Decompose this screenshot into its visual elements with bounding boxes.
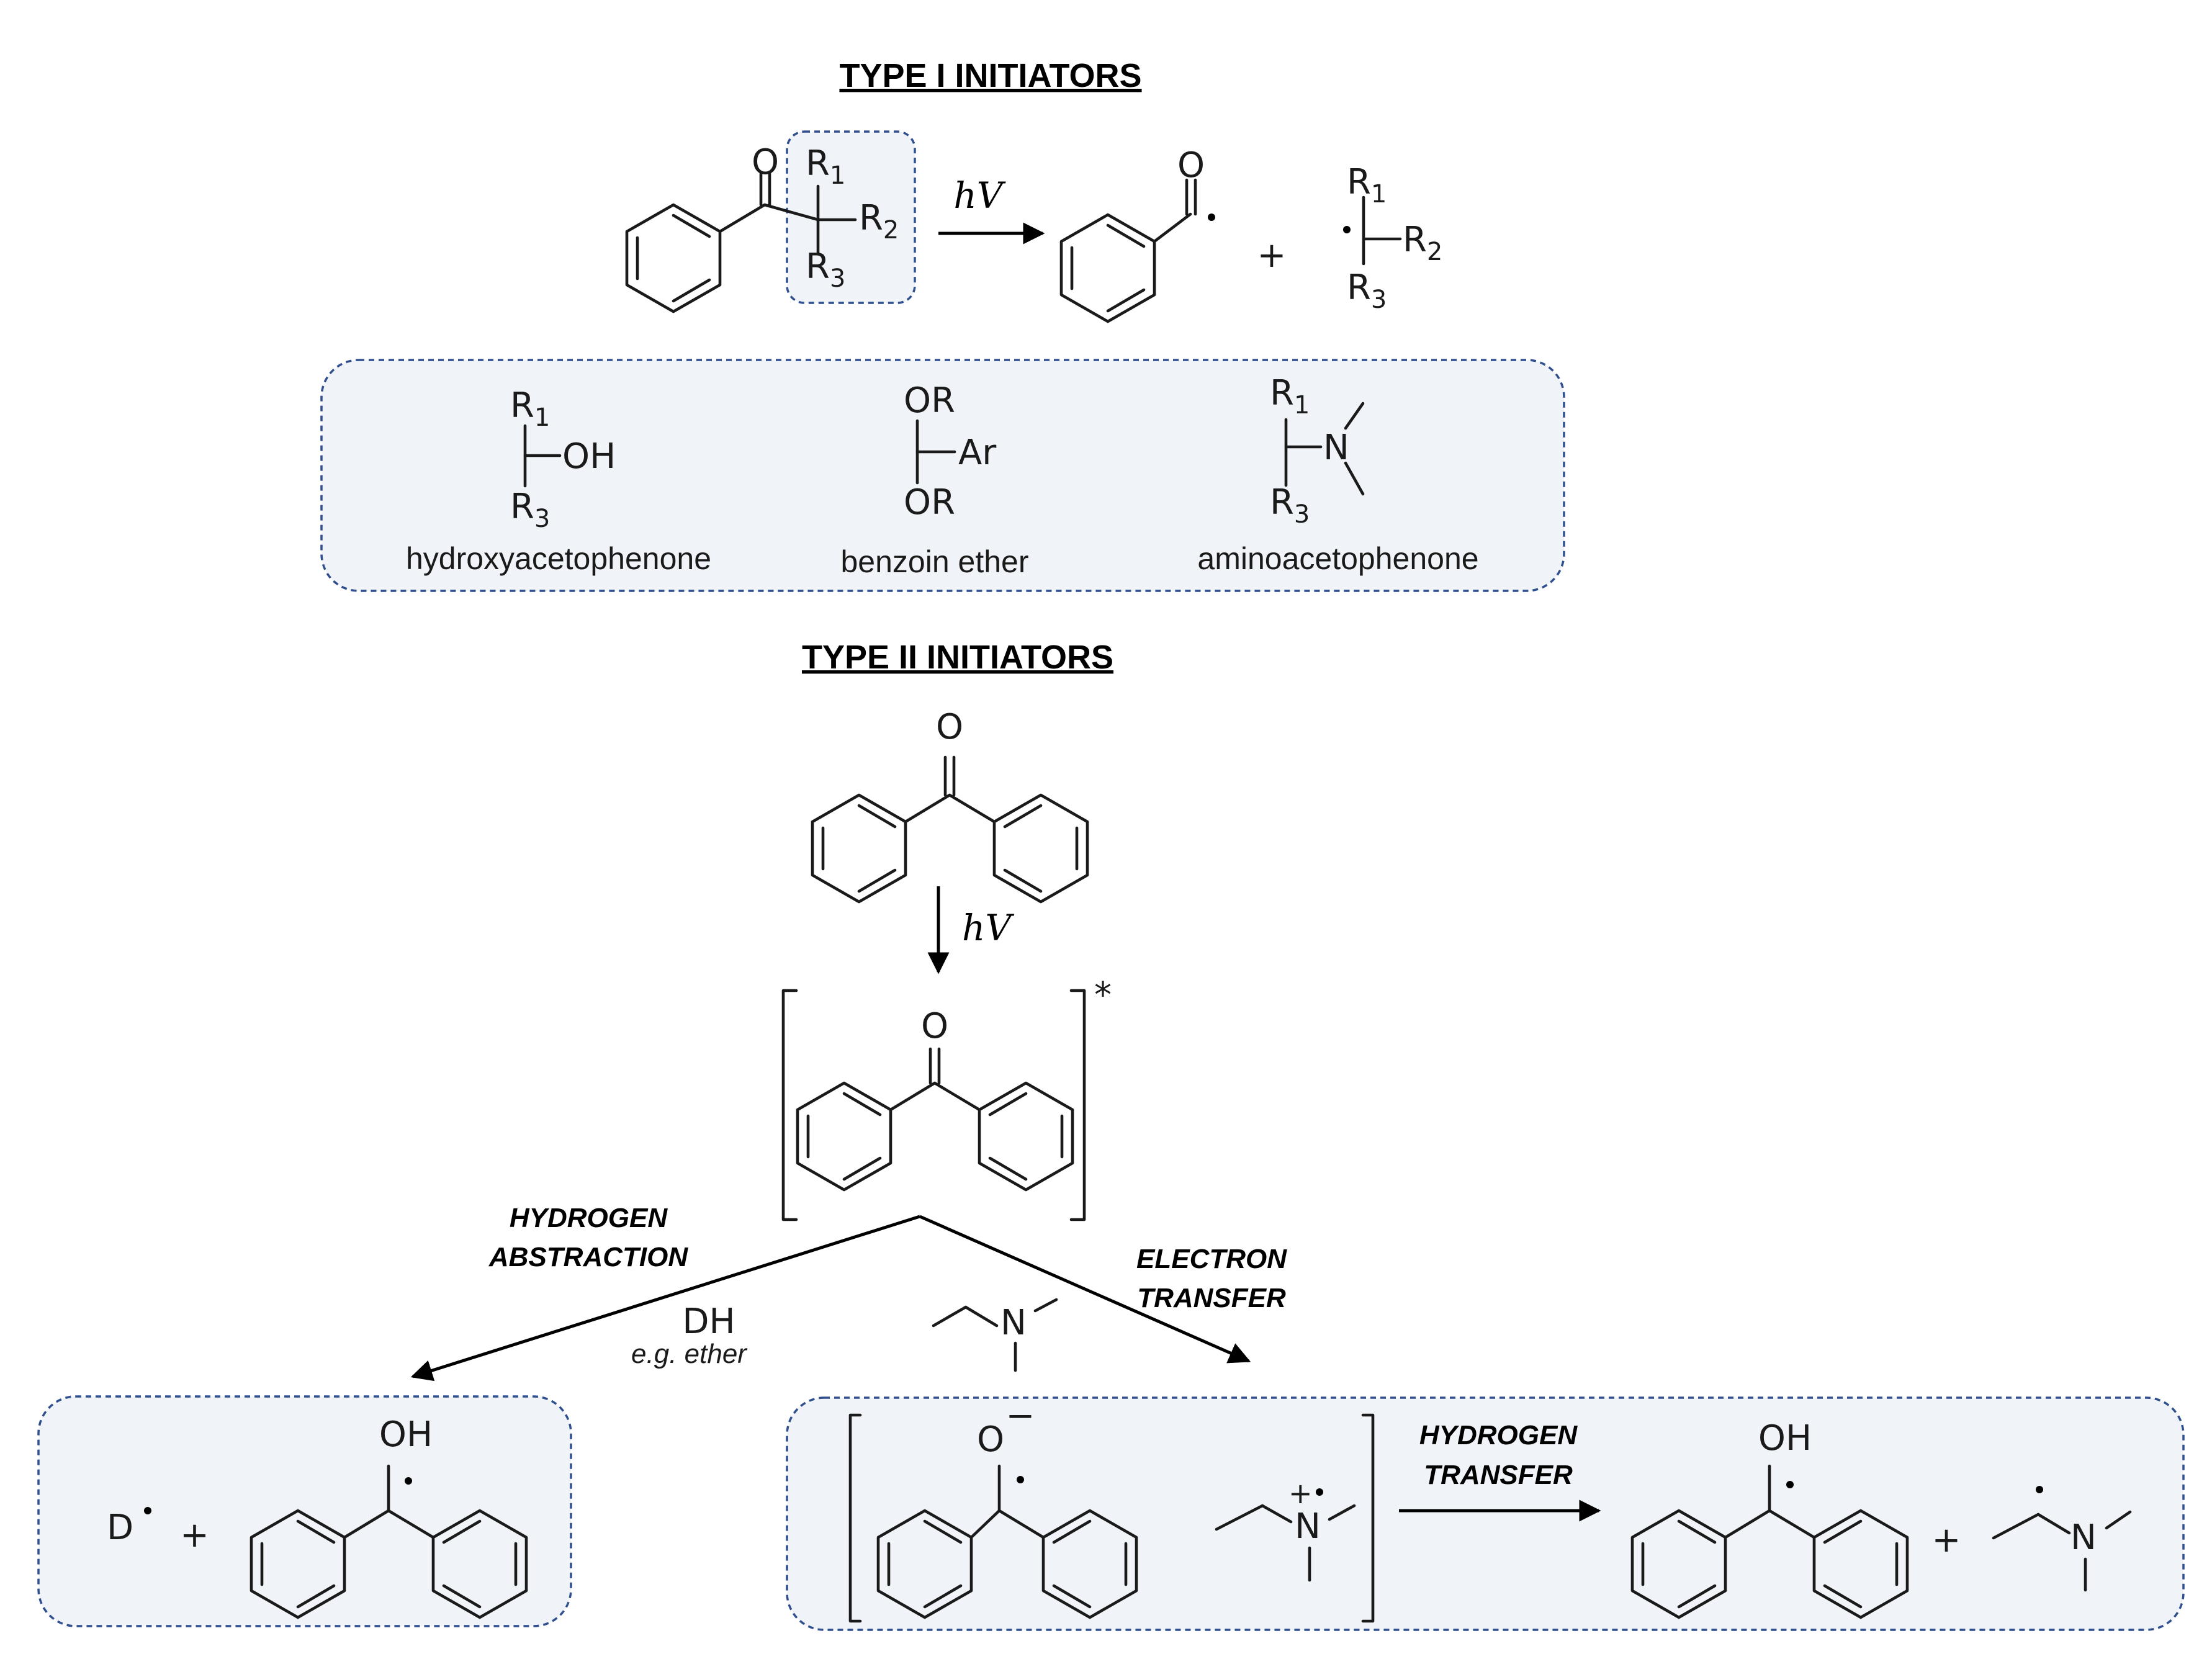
pair-right-bracket xyxy=(1361,1413,1375,1623)
radical-r1: R1 xyxy=(1347,162,1387,209)
svg-text:N: N xyxy=(1295,1506,1321,1547)
radical-r3: R3 xyxy=(1347,268,1387,314)
svg-text:OR: OR xyxy=(904,380,955,421)
hydroxyl-label-right: OH xyxy=(1758,1418,1812,1459)
svg-text:R1: R1 xyxy=(1270,373,1310,420)
type-i-examples-panel xyxy=(320,359,1565,592)
svg-text:R1: R1 xyxy=(510,385,550,432)
carbonyl-oxygen: O xyxy=(752,142,779,182)
benzophenone: O xyxy=(811,707,1089,904)
radical-cation: N + xyxy=(1215,1477,1356,1582)
svg-text:OR: OR xyxy=(904,482,955,523)
ketyl-radical-left: D + OH xyxy=(107,1414,528,1619)
hydroxyl-label-left: OH xyxy=(379,1414,433,1455)
r3-label: R3 xyxy=(806,246,845,293)
r2-label: R2 xyxy=(859,198,899,245)
anion-charge: − xyxy=(1006,1396,1035,1436)
svg-text:+: + xyxy=(180,1515,209,1555)
type-ii-light-label: hV xyxy=(962,907,1014,949)
excited-benzophenone: O xyxy=(796,1006,1074,1192)
aminoacetophenone-label: aminoacetophenone xyxy=(1197,541,1478,576)
electron-transfer-arrow xyxy=(919,1215,1251,1364)
right-bracket xyxy=(1069,989,1086,1221)
alkyl-radical: R1 R2 R3 xyxy=(1343,162,1442,314)
amine-coinitiator: N xyxy=(932,1298,1058,1372)
svg-text:O: O xyxy=(977,1419,1004,1460)
hydrogen-abstraction-arrow xyxy=(410,1215,920,1382)
svg-text:N: N xyxy=(1000,1303,1027,1343)
hydrogen-transfer-label-1: HYDROGEN xyxy=(1419,1420,1578,1450)
benzoin-ether-label: benzoin ether xyxy=(840,544,1028,579)
radical-r2: R2 xyxy=(1403,220,1442,266)
left-bracket xyxy=(781,989,798,1221)
example-benzoin-ether: OR Ar OR benzoin ether xyxy=(840,380,1028,579)
hydrogen-abstraction-label-2: ABSTRACTION xyxy=(488,1242,688,1272)
benzoyl-oxygen: O xyxy=(1177,145,1205,186)
example-aminoacetophenone: R1 N R3 aminoacetophenone xyxy=(1197,373,1478,576)
plus-sign-right: + xyxy=(1932,1520,1961,1560)
example-ether: e.g. ether xyxy=(631,1339,748,1369)
ketyl-radical-right: OH xyxy=(1630,1418,1909,1619)
type-ii-heading: TYPE II INITIATORS xyxy=(802,639,1113,676)
radical-anion: O − xyxy=(876,1396,1138,1619)
hydroxy-label: OH xyxy=(562,436,616,477)
alpha-amino-radical: N xyxy=(1992,1486,2132,1592)
r1-label: R1 xyxy=(806,143,845,190)
hydrogen-abstraction-label-1: HYDROGEN xyxy=(510,1203,668,1233)
example-hydroxyacetophenone: R1 OH R3 hydroxyacetophenone xyxy=(406,385,711,576)
pair-left-bracket xyxy=(848,1413,862,1623)
svg-text:D: D xyxy=(107,1508,133,1548)
substituent-highlight xyxy=(786,130,916,304)
benzoyl-radical: O xyxy=(1059,145,1215,323)
hydrogen-transfer-label-2: TRANSFER xyxy=(1424,1460,1573,1490)
svg-text:R3: R3 xyxy=(510,487,550,533)
cation-charge: + xyxy=(1288,1477,1313,1510)
svg-text:Ar: Ar xyxy=(958,433,997,473)
svg-text:R3: R3 xyxy=(1270,482,1310,529)
electron-transfer-label-1: ELECTRON xyxy=(1136,1244,1287,1274)
electron-transfer-label-2: TRANSFER xyxy=(1137,1283,1286,1313)
excited-asterisk: * xyxy=(1094,975,1112,1015)
amine-n: N xyxy=(1323,428,1349,468)
hydroxyacetophenone-label: hydroxyacetophenone xyxy=(406,541,711,576)
light-label: hV xyxy=(953,174,1005,217)
type-i-heading: TYPE I INITIATORS xyxy=(839,57,1141,94)
plus-sign: + xyxy=(1257,235,1287,276)
svg-text:N: N xyxy=(2070,1517,2097,1558)
svg-text:O: O xyxy=(921,1006,948,1046)
svg-text:O: O xyxy=(936,707,963,747)
type-i-reactant: O R1 R2 R3 xyxy=(625,142,899,313)
donor-dh: DH xyxy=(682,1302,735,1342)
hydrogen-abstraction-product-panel xyxy=(37,1395,572,1627)
